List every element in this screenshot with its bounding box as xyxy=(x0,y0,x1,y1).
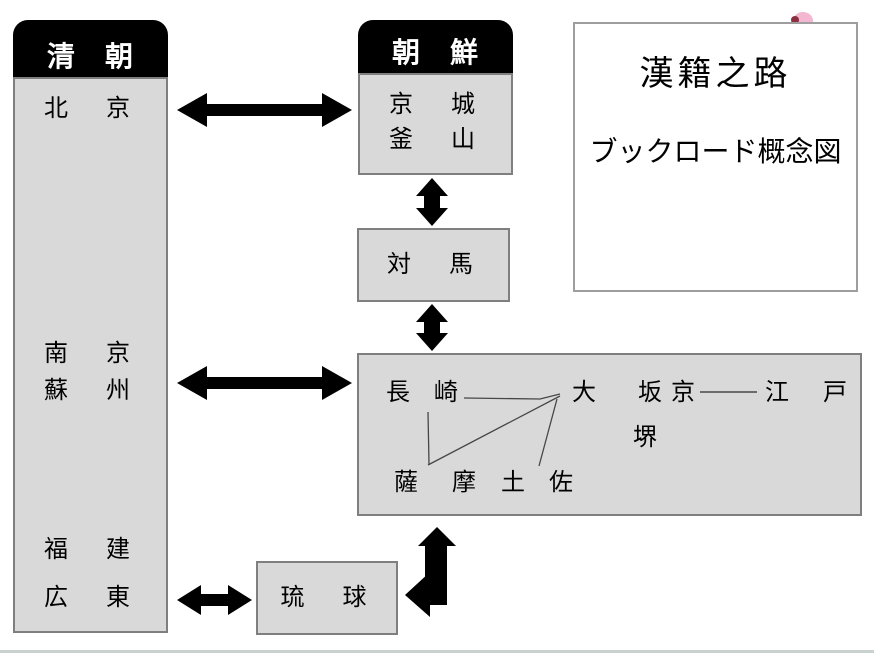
city-suzhou: 蘇 州 xyxy=(44,377,137,404)
korea-header-label: 朝 鮮 xyxy=(391,38,479,69)
city-fujian: 福 建 xyxy=(44,536,137,563)
arrow-nanjing-nagasaki-icon xyxy=(177,366,352,400)
city-keijo: 京 城 xyxy=(389,91,482,118)
city-satsuma: 薩 摩 xyxy=(394,469,481,496)
diagram-subtitle: ブックロード概念図 xyxy=(589,136,842,167)
city-beijing: 北 京 xyxy=(44,95,137,122)
qing-header-label: 清 朝 xyxy=(46,42,134,73)
ryukyu-box xyxy=(256,561,398,635)
city-guangdong: 広 東 xyxy=(44,584,137,611)
city-busan: 釜 山 xyxy=(389,126,482,153)
pink-ornament-dark-icon xyxy=(791,16,799,24)
qing-header: 清 朝 xyxy=(13,20,168,77)
qing-box xyxy=(13,77,168,633)
korea-box xyxy=(358,73,513,175)
korea-header: 朝 鮮 xyxy=(358,20,513,73)
diagram-title: 漢籍之路 xyxy=(639,56,792,93)
footer-divider-line xyxy=(0,650,874,653)
city-nagasaki: 長 崎 xyxy=(386,379,458,406)
city-edo: 江 戸 xyxy=(765,379,852,406)
city-sakai: 堺 xyxy=(633,424,657,451)
arrow-korea-tsushima-icon xyxy=(416,178,448,226)
arrow-guangdong-ryukyu-icon xyxy=(177,585,252,615)
arrow-beijing-keijo-icon xyxy=(177,93,352,127)
tsushima-label: 対 馬 xyxy=(387,251,480,278)
city-nanjing: 南 京 xyxy=(44,340,137,367)
ryukyu-label: 琉 球 xyxy=(280,584,374,611)
arrow-tsushima-nagasaki-icon xyxy=(416,304,448,351)
tsushima-box xyxy=(357,228,510,302)
city-tosa: 土 佐 xyxy=(501,469,573,496)
arrow-ryukyu-satsuma-icon xyxy=(405,527,456,617)
title-box: 漢籍之路 ブックロード概念図 xyxy=(573,22,858,292)
city-osaka: 大 坂 xyxy=(572,379,671,406)
city-kyo: 京 xyxy=(671,379,695,406)
